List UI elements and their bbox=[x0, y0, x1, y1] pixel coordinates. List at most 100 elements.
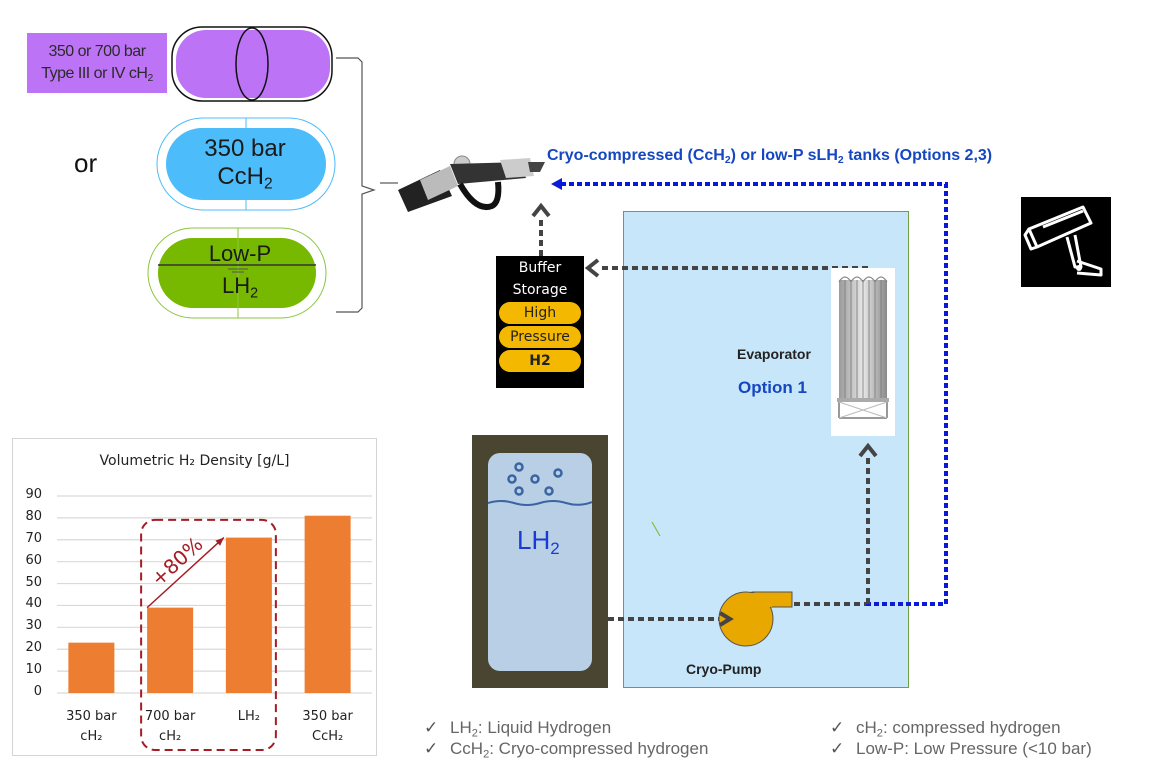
lh2-lowp-tank bbox=[147, 227, 327, 319]
legend-left: ✓LH2: Liquid Hydrogen ✓CcH2: Cryo-compre… bbox=[424, 717, 709, 761]
blue-flow-line bbox=[558, 182, 948, 606]
chart-title: Volumetric H₂ Density [g/L] bbox=[99, 453, 290, 469]
check-icon: ✓ bbox=[424, 718, 439, 737]
ch2-tank bbox=[171, 26, 333, 102]
evaporator-label: Evaporator bbox=[737, 346, 811, 362]
legend-abbr: CcH bbox=[450, 739, 484, 758]
y-tick-label: 0 bbox=[33, 684, 42, 699]
legend-desc: : Liquid Hydrogen bbox=[477, 718, 612, 737]
buffer-line1: Buffer bbox=[518, 260, 562, 276]
y-tick-label: 30 bbox=[25, 618, 42, 634]
x-tick-line1: 700 bar bbox=[144, 709, 196, 724]
buffer-line2: Storage bbox=[512, 282, 568, 298]
y-tick-label: 10 bbox=[25, 662, 42, 678]
blue-arrowhead bbox=[551, 178, 562, 190]
legend-item-ch2: ✓ cH2: compressed hydrogen bbox=[830, 717, 1092, 740]
y-tick-label: 60 bbox=[25, 552, 42, 568]
cch2-line1: 350 bar bbox=[204, 135, 286, 162]
legend-abbr: Low-P bbox=[856, 739, 905, 758]
evaporator-image bbox=[831, 268, 895, 436]
type-label-text: Type III or IV cH bbox=[41, 65, 148, 82]
x-tick-line1: LH₂ bbox=[237, 709, 260, 724]
cch2-tank bbox=[156, 117, 336, 211]
option-1-label: Option 1 bbox=[738, 378, 807, 397]
check-icon: ✓ bbox=[830, 739, 845, 758]
lowp-sub: 2 bbox=[250, 285, 259, 302]
cch2-line2: CcH2 bbox=[190, 163, 300, 193]
y-tick-label: 50 bbox=[25, 574, 42, 590]
bar-chart: +80% bbox=[57, 495, 372, 752]
x-tick-line2: cH₂ bbox=[159, 729, 182, 744]
check-icon: ✓ bbox=[830, 718, 845, 737]
fuel-nozzle-icon bbox=[380, 155, 545, 212]
nozzle-arrowhead bbox=[531, 202, 551, 218]
legend-item-cch2: ✓ CcH2: Cryo-compressed hydrogen bbox=[424, 738, 709, 761]
x-tick-line2 bbox=[209, 727, 289, 747]
to-evaporator-arrowhead bbox=[858, 442, 878, 458]
lh2-tank-label: LH2 bbox=[517, 525, 560, 559]
cch2-text: CcH bbox=[217, 163, 264, 190]
x-tick-line2: CcH₂ bbox=[312, 729, 344, 744]
annotation-arrow bbox=[146, 537, 225, 609]
legend-item-lh2: ✓ LH2: Liquid Hydrogen bbox=[424, 717, 708, 740]
cryo-title-sub-1: 2 bbox=[724, 155, 731, 167]
lh2-tank-inner bbox=[488, 453, 592, 671]
legend-sub: 2 bbox=[483, 748, 490, 761]
y-tick-label: 90 bbox=[25, 487, 42, 502]
tank-options-graphic bbox=[147, 26, 376, 319]
lowp-tank-label: Low-P LH2 bbox=[185, 240, 295, 300]
cch2-tank-label: 350 bar CcH2 bbox=[190, 135, 300, 193]
cryo-title-part-c: tanks (Options 2,3) bbox=[843, 147, 993, 164]
lowp-line1: Low-P bbox=[208, 241, 272, 266]
buffer-storage: Buffer Storage High Pressure H2 bbox=[496, 256, 584, 388]
x-tick-label: 350 bar cH₂ bbox=[51, 707, 131, 747]
evaporator-icon bbox=[837, 276, 889, 419]
y-tick-label: 40 bbox=[25, 596, 42, 612]
y-tick-label: 20 bbox=[25, 640, 42, 656]
cryo-pump-icon bbox=[718, 591, 793, 647]
cch2-sub: 2 bbox=[263, 175, 273, 193]
lh2-tank-text: LH bbox=[517, 525, 551, 555]
x-tick-line1: 350 bar bbox=[302, 709, 353, 724]
legend-desc: : Low Pressure (<10 bar) bbox=[904, 739, 1092, 758]
type-iii-iv-label: 350 or 700 bar Type III or IV cH2 bbox=[27, 33, 167, 93]
bar bbox=[225, 537, 272, 693]
x-tick-label: 700 bar cH₂ bbox=[130, 707, 210, 747]
legend-desc: : Cryo-compressed hydrogen bbox=[489, 739, 709, 758]
bar bbox=[68, 642, 115, 693]
cryo-pump-label: Cryo-Pump bbox=[686, 661, 762, 677]
bubbles-icon bbox=[488, 462, 592, 506]
type-label-line2: Type III or IV cH2 bbox=[27, 63, 167, 85]
buffer-pill-h2: H2 bbox=[499, 350, 581, 372]
y-tick-label: 70 bbox=[25, 530, 42, 546]
cryo-title-part-b: ) or low-P sLH bbox=[730, 147, 838, 164]
legend-desc: : compressed hydrogen bbox=[882, 718, 1061, 737]
buffer-arrowhead bbox=[584, 258, 600, 278]
or-text: or bbox=[74, 148, 98, 178]
legend-right: ✓ cH2: compressed hydrogen ✓ Low-P: Low Pr… bbox=[830, 717, 1092, 759]
x-tick-line2: cH₂ bbox=[80, 729, 103, 744]
bar bbox=[147, 607, 194, 693]
legend-item-lowp: ✓ Low-P: Low Pressure (<10 bar) bbox=[830, 738, 1092, 759]
cryo-title-sub-2: 2 bbox=[837, 155, 844, 167]
buffer-pill-pressure: Pressure bbox=[499, 326, 581, 348]
cryo-title-part-a: Cryo-compressed (CcH bbox=[547, 147, 725, 164]
bracket bbox=[336, 57, 376, 313]
legend-abbr: cH bbox=[856, 718, 877, 737]
bar bbox=[304, 515, 351, 693]
lh2-tank-sub: 2 bbox=[550, 539, 560, 559]
y-tick-label: 80 bbox=[25, 508, 42, 524]
buffer-pill-high: High bbox=[499, 302, 581, 324]
check-icon: ✓ bbox=[424, 739, 439, 758]
cryo-compressed-title: Cryo-compressed (CcH2) or low-P sLH2 tan… bbox=[547, 147, 993, 167]
legend-abbr: LH bbox=[450, 718, 472, 737]
lowp-line2: LH2 bbox=[185, 272, 295, 300]
type-label-line1: 350 or 700 bar bbox=[48, 43, 146, 60]
x-tick-line1: 350 bar bbox=[66, 709, 117, 724]
legend-sub: 2 bbox=[471, 727, 478, 740]
security-camera-icon bbox=[1021, 197, 1111, 287]
green-mark bbox=[651, 521, 661, 537]
legend-sub: 2 bbox=[876, 727, 883, 740]
